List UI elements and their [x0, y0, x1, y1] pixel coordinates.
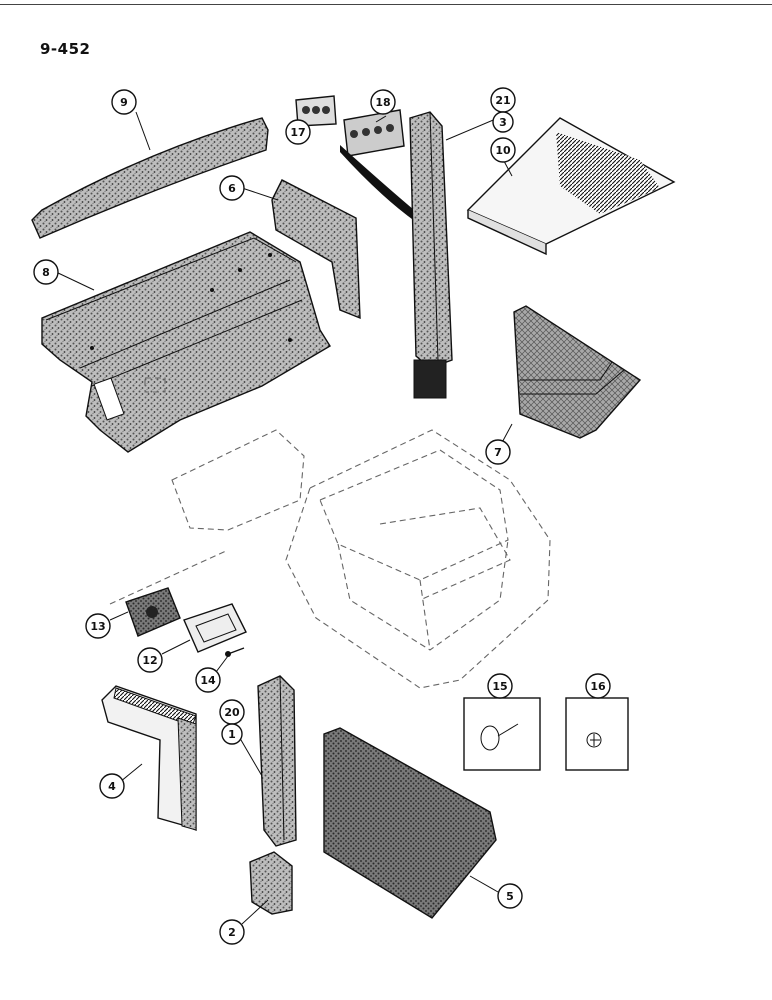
callout-17: 17 [285, 119, 311, 145]
part-12-speaker-frame [183, 603, 247, 653]
callout-12: 12 [137, 647, 163, 673]
svg-text:3: 3 [499, 116, 507, 129]
svg-text:21: 21 [495, 94, 510, 107]
part-17-switch-plate [295, 95, 337, 127]
leader-lines [55, 111, 513, 925]
svg-text:9: 9 [120, 96, 128, 109]
callout-13: 13 [85, 613, 111, 639]
svg-text:10: 10 [495, 144, 511, 157]
svg-text:14: 14 [200, 674, 216, 687]
callout-10: 10 [490, 137, 516, 163]
part-2-pillar-cap [249, 851, 293, 915]
part-1-pillar-trim [257, 675, 297, 847]
part-5-side-panel [323, 727, 497, 919]
svg-text:1: 1 [228, 728, 236, 741]
part-9-roof-insulation [31, 117, 269, 239]
callout-20: 20 [219, 699, 245, 725]
part-14-screw [225, 647, 245, 657]
svg-text:7: 7 [494, 446, 502, 459]
callout-14: 14 [195, 667, 221, 693]
callout-6: 6 [219, 175, 245, 201]
svg-text:4: 4 [108, 780, 116, 793]
svg-text:6: 6 [228, 182, 236, 195]
callout-7: 7 [485, 439, 511, 465]
svg-text:16: 16 [590, 680, 606, 693]
callout-5: 5 [497, 883, 523, 909]
svg-text:18: 18 [375, 96, 390, 109]
svg-text:5: 5 [506, 890, 514, 903]
callout-18: 18 [370, 89, 396, 115]
part-6-side-panel [271, 179, 361, 320]
callout-21: 21 [490, 87, 516, 113]
callout-2: 2 [219, 919, 245, 945]
cab-frame-outline [109, 429, 551, 689]
part-15-push-fastener-box [463, 697, 541, 771]
part-18-switch-panel [340, 109, 420, 222]
part-13-speaker-grille [125, 587, 181, 637]
callout-3: 3 [492, 111, 514, 133]
callout-15: 15 [487, 673, 513, 699]
part-16-clip-box [565, 697, 629, 771]
svg-text:12: 12 [142, 654, 157, 667]
svg-text:17: 17 [290, 126, 305, 139]
callout-16: 16 [585, 673, 611, 699]
part-7-rear-panel [513, 305, 642, 439]
callout-9: 9 [111, 89, 137, 115]
part-8-dash-panel [41, 231, 331, 453]
page-number: 9-452 [40, 40, 91, 58]
svg-text:2: 2 [228, 926, 236, 939]
svg-text:20: 20 [224, 706, 240, 719]
part-3-pillar-trim [409, 111, 453, 399]
callout-8: 8 [33, 259, 59, 285]
top-rule [0, 4, 772, 5]
part-4-b-pillar-panel [101, 685, 197, 832]
part-10-headliner [466, 117, 676, 256]
svg-text:8: 8 [42, 266, 50, 279]
svg-text:13: 13 [90, 620, 105, 633]
svg-text:15: 15 [492, 680, 507, 693]
callout-1: 1 [221, 723, 243, 745]
callout-4: 4 [99, 773, 125, 799]
